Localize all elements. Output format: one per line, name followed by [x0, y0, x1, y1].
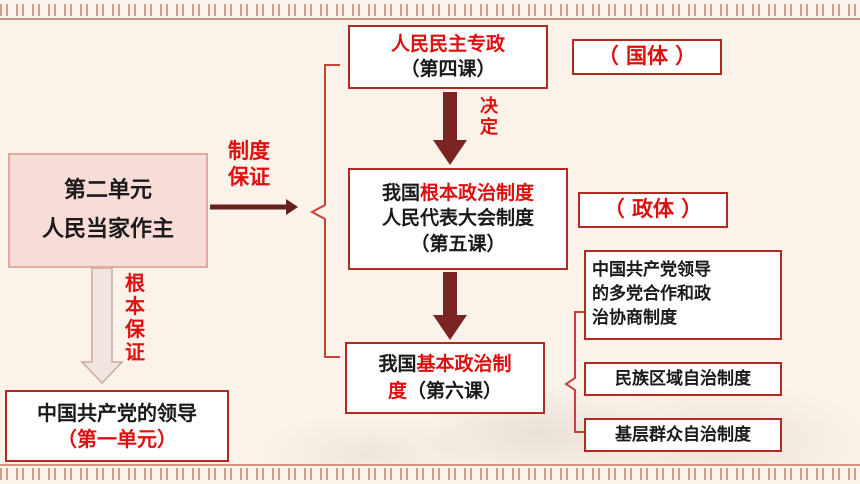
tag-guoti-text: （ 国体 ） [597, 44, 697, 69]
label-char-gen: 根 [125, 271, 145, 295]
arrow-down-2-head [433, 315, 467, 340]
tag-zhengti: （ 政体 ） [578, 192, 728, 228]
leader-box-line1: 中国共产党的领导 [37, 401, 197, 425]
label-char-jue: 决 [480, 96, 498, 117]
box-fundamental-highlight: 根本政治制度 [420, 181, 535, 204]
box-basic-lesson: （第六课） [407, 380, 503, 402]
leader-box: 中国共产党的领导 （第一单元） [5, 390, 229, 462]
label-genben-baozheng: 根 本 保 证 [125, 272, 145, 364]
box-basic-prefix: 我国 [378, 353, 417, 376]
arrow-down-2-shaft [443, 272, 457, 317]
left-bracket [309, 64, 340, 358]
box-basic-highlight1: 基本政治制 [416, 353, 512, 376]
box-basic: 我国基本政治制 度（第六课） [345, 342, 545, 414]
label-char-ben: 本 [125, 294, 145, 318]
unit-box-line2: 人民当家作主 [41, 216, 174, 242]
tag-zhengti-text: （ 政体 ） [603, 197, 703, 222]
label-jueding: 决 定 [480, 96, 498, 138]
bottom-decorative-border [0, 468, 860, 480]
box-basic-line1: 我国基本政治制 [378, 351, 511, 378]
label-char-ding: 定 [480, 116, 498, 138]
right-bracket [564, 311, 590, 433]
arrow-head-right [286, 199, 298, 215]
box-basic-highlight2: 度 [387, 380, 407, 402]
tag-guoti: （ 国体 ） [572, 39, 722, 75]
leader-box-line2: （第一单元） [57, 427, 177, 451]
bottom-border-line [0, 464, 860, 466]
top-decorative-border [0, 4, 860, 16]
arrow-down-1-shaft [443, 92, 457, 142]
unit-box-line1: 第二单元 [63, 177, 152, 203]
label-char-bao: 保 [125, 317, 145, 341]
top-border-line [0, 18, 860, 20]
box-fundamental-line2: 人民代表大会制度 [381, 207, 534, 230]
sub-system-grassroots-text: 基层群众自治制度 [615, 424, 751, 445]
sub-system-multiparty-line1: 中国共产党领导 [592, 260, 711, 281]
sub-system-multiparty: 中国共产党领导 的多党合作和政 治协商制度 [584, 250, 782, 340]
sub-system-ethnic-autonomy-text: 民族区域自治制度 [615, 368, 751, 389]
box-dictatorship: 人民民主专政 （第四课） [348, 25, 548, 89]
box-fundamental-lesson: （第五课） [410, 232, 506, 255]
box-dictatorship-title: 人民民主专政 [390, 33, 505, 56]
box-basic-line2: 度（第六课） [388, 378, 502, 405]
label-char-zheng: 证 [125, 340, 145, 364]
arrow-down-1-head [433, 140, 467, 165]
sub-system-multiparty-line2: 的多党合作和政 [592, 284, 711, 305]
label-zhidu-baozheng: 制度 保证 [228, 138, 270, 191]
box-fundamental-line1: 我国根本政治制度 [382, 181, 534, 207]
box-dictatorship-lesson: （第四课） [400, 58, 496, 80]
sub-system-ethnic-autonomy: 民族区域自治制度 [584, 362, 782, 396]
box-fundamental: 我国根本政治制度 人民代表大会制度 （第五课） [348, 168, 568, 270]
label-baozheng: 保证 [228, 165, 270, 190]
box-fundamental-prefix: 我国 [381, 181, 420, 204]
label-zhidu: 制度 [228, 139, 270, 163]
unit-box: 第二单元 人民当家作主 [8, 153, 208, 268]
sub-system-multiparty-line3: 治协商制度 [592, 307, 677, 328]
hollow-arrow-down [80, 267, 124, 385]
sub-system-grassroots: 基层群众自治制度 [584, 418, 782, 452]
